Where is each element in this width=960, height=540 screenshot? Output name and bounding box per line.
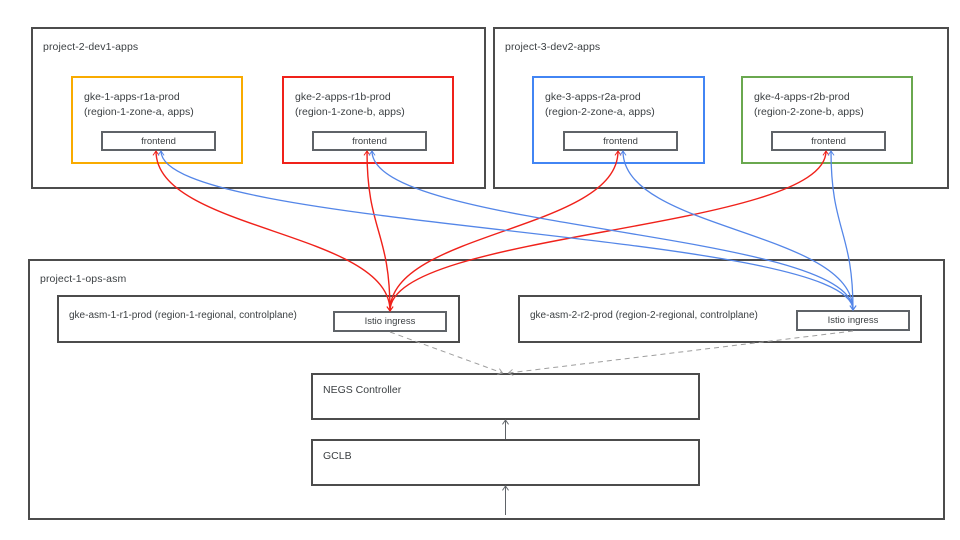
cluster-gke-2: gke-2-apps-r1b-prod (region-1-zone-b, ap… — [282, 76, 454, 164]
cluster-gke-4-name: gke-4-apps-r2b-prod — [754, 91, 850, 103]
project-box-dev1: project-2-dev1-apps gke-1-apps-r1a-prod … — [31, 27, 486, 189]
negs-controller: NEGS Controller — [311, 373, 700, 420]
cluster-gke-3-location: (region-2-zone-a, apps) — [545, 106, 655, 118]
cluster-asm-1-name: gke-asm-1-r1-prod (region-1-regional, co… — [69, 310, 297, 321]
frontend-gke-4: frontend — [771, 131, 886, 151]
frontend-gke-1: frontend — [101, 131, 216, 151]
frontend-gke-3: frontend — [563, 131, 678, 151]
cluster-gke-3: gke-3-apps-r2a-prod (region-2-zone-a, ap… — [532, 76, 705, 164]
istio-ingress-2: Istio ingress — [796, 310, 910, 331]
cluster-gke-1-location: (region-1-zone-a, apps) — [84, 106, 194, 118]
project-box-dev2: project-3-dev2-apps gke-3-apps-r2a-prod … — [493, 27, 949, 189]
negs-label: NEGS Controller — [323, 384, 402, 396]
cluster-gke-3-name: gke-3-apps-r2a-prod — [545, 91, 641, 103]
gclb-label: GCLB — [323, 450, 352, 462]
cluster-asm-2-name: gke-asm-2-r2-prod (region-2-regional, co… — [530, 310, 758, 321]
cluster-gke-2-name: gke-2-apps-r1b-prod — [295, 91, 391, 103]
istio-ingress-1: Istio ingress — [333, 311, 447, 332]
project-ops-label: project-1-ops-asm — [40, 273, 127, 285]
cluster-gke-2-location: (region-1-zone-b, apps) — [295, 106, 405, 118]
cluster-gke-1: gke-1-apps-r1a-prod (region-1-zone-a, ap… — [71, 76, 243, 164]
cluster-gke-1-name: gke-1-apps-r1a-prod — [84, 91, 180, 103]
project-dev1-label: project-2-dev1-apps — [43, 41, 139, 53]
frontend-gke-2: frontend — [312, 131, 427, 151]
cluster-asm-2: gke-asm-2-r2-prod (region-2-regional, co… — [518, 295, 922, 343]
project-box-ops: project-1-ops-asm gke-asm-1-r1-prod (reg… — [28, 259, 945, 520]
gclb: GCLB — [311, 439, 700, 486]
cluster-gke-4-location: (region-2-zone-b, apps) — [754, 106, 864, 118]
project-dev2-label: project-3-dev2-apps — [505, 41, 601, 53]
cluster-gke-4: gke-4-apps-r2b-prod (region-2-zone-b, ap… — [741, 76, 913, 164]
cluster-asm-1: gke-asm-1-r1-prod (region-1-regional, co… — [57, 295, 460, 343]
